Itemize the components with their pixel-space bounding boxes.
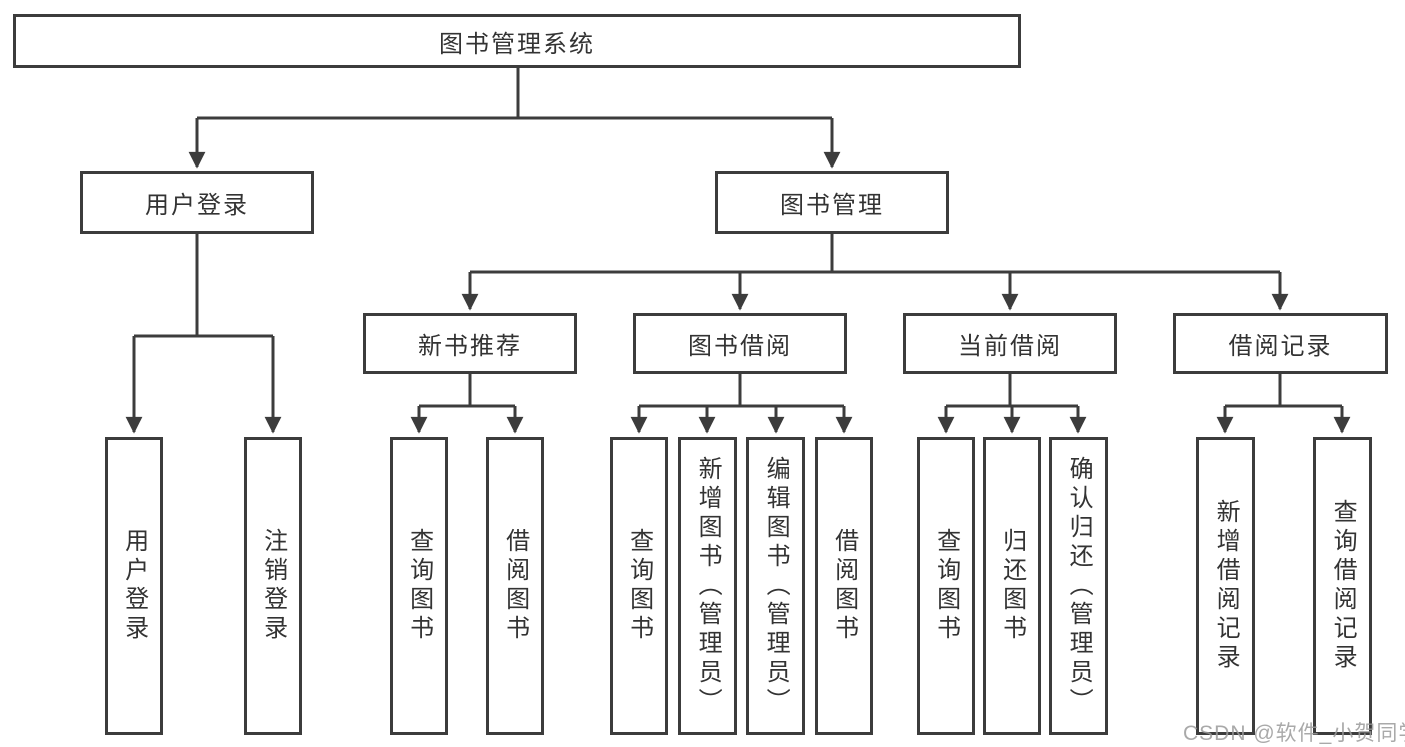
node-user-login-group: 用户登录 [80,171,314,234]
node-query-borrow-record: 查询借阅记录 [1313,437,1372,735]
node-return-books: 归还图书 [983,437,1041,735]
node-borrow-books-recommend: 借阅图书 [486,437,544,735]
node-query-books-recommend: 查询图书 [390,437,448,735]
node-library-management-system: 图书管理系统 [13,14,1021,68]
node-confirm-return-admin: 确认归还（管理员） [1049,437,1108,735]
node-query-books-borrowing: 查询图书 [610,437,668,735]
node-query-books-current: 查询图书 [917,437,975,735]
node-borrowing-records: 借阅记录 [1173,313,1388,374]
csdn-watermark: CSDN @软件_小贺同学 [1183,722,1405,745]
node-current-borrowing: 当前借阅 [903,313,1117,374]
node-edit-books-admin: 编辑图书（管理员） [746,437,805,735]
node-add-books-admin: 新增图书（管理员） [678,437,737,735]
node-book-management: 图书管理 [715,171,949,234]
node-book-borrowing: 图书借阅 [633,313,847,374]
node-logout-login: 注销登录 [244,437,302,735]
node-borrow-books: 借阅图书 [815,437,873,735]
node-user-login: 用户登录 [105,437,163,735]
node-new-book-recommend: 新书推荐 [363,313,577,374]
node-add-borrow-record: 新增借阅记录 [1196,437,1255,735]
